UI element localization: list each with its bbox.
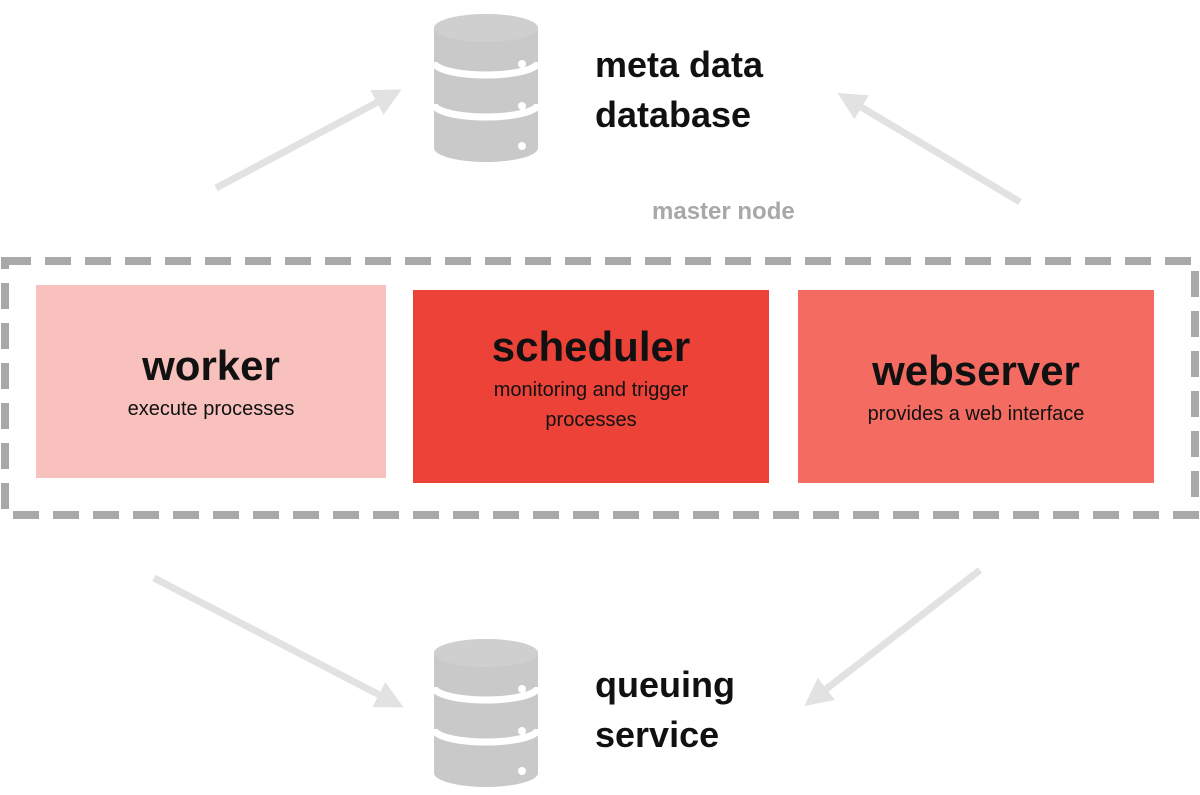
queue-label-line1: queuing bbox=[595, 664, 735, 705]
worker-box: worker execute processes bbox=[36, 285, 386, 478]
arrow-webserver-to-metadata bbox=[837, 92, 1022, 206]
scheduler-subtitle: monitoring and trigger processes bbox=[493, 378, 689, 431]
database-icon bbox=[430, 639, 542, 787]
master-node-frame bbox=[1, 257, 1199, 519]
master-node-label: master node bbox=[652, 198, 795, 225]
metadata-label-line2: database bbox=[595, 94, 752, 135]
scheduler-box: scheduler monitoring and trigger process… bbox=[413, 290, 769, 483]
queue-label-line2: service bbox=[595, 714, 720, 755]
webserver-title: webserver bbox=[872, 346, 1080, 394]
arrow-webserver-to-queue bbox=[804, 567, 983, 706]
scheduler-title: scheduler bbox=[491, 322, 691, 370]
worker-subtitle: execute processes bbox=[127, 397, 295, 420]
webserver-subtitle: provides a web interface bbox=[867, 402, 1085, 425]
database-icon bbox=[430, 14, 542, 162]
arrow-worker-to-queue bbox=[152, 574, 404, 708]
webserver-box: webserver provides a web interface bbox=[798, 290, 1154, 483]
worker-title: worker bbox=[142, 341, 280, 389]
queuing-service-label: queuing service bbox=[595, 660, 735, 760]
metadata-database-label: meta data database bbox=[595, 40, 763, 140]
metadata-label-line1: meta data bbox=[595, 44, 764, 85]
arrow-worker-to-metadata bbox=[214, 89, 402, 192]
